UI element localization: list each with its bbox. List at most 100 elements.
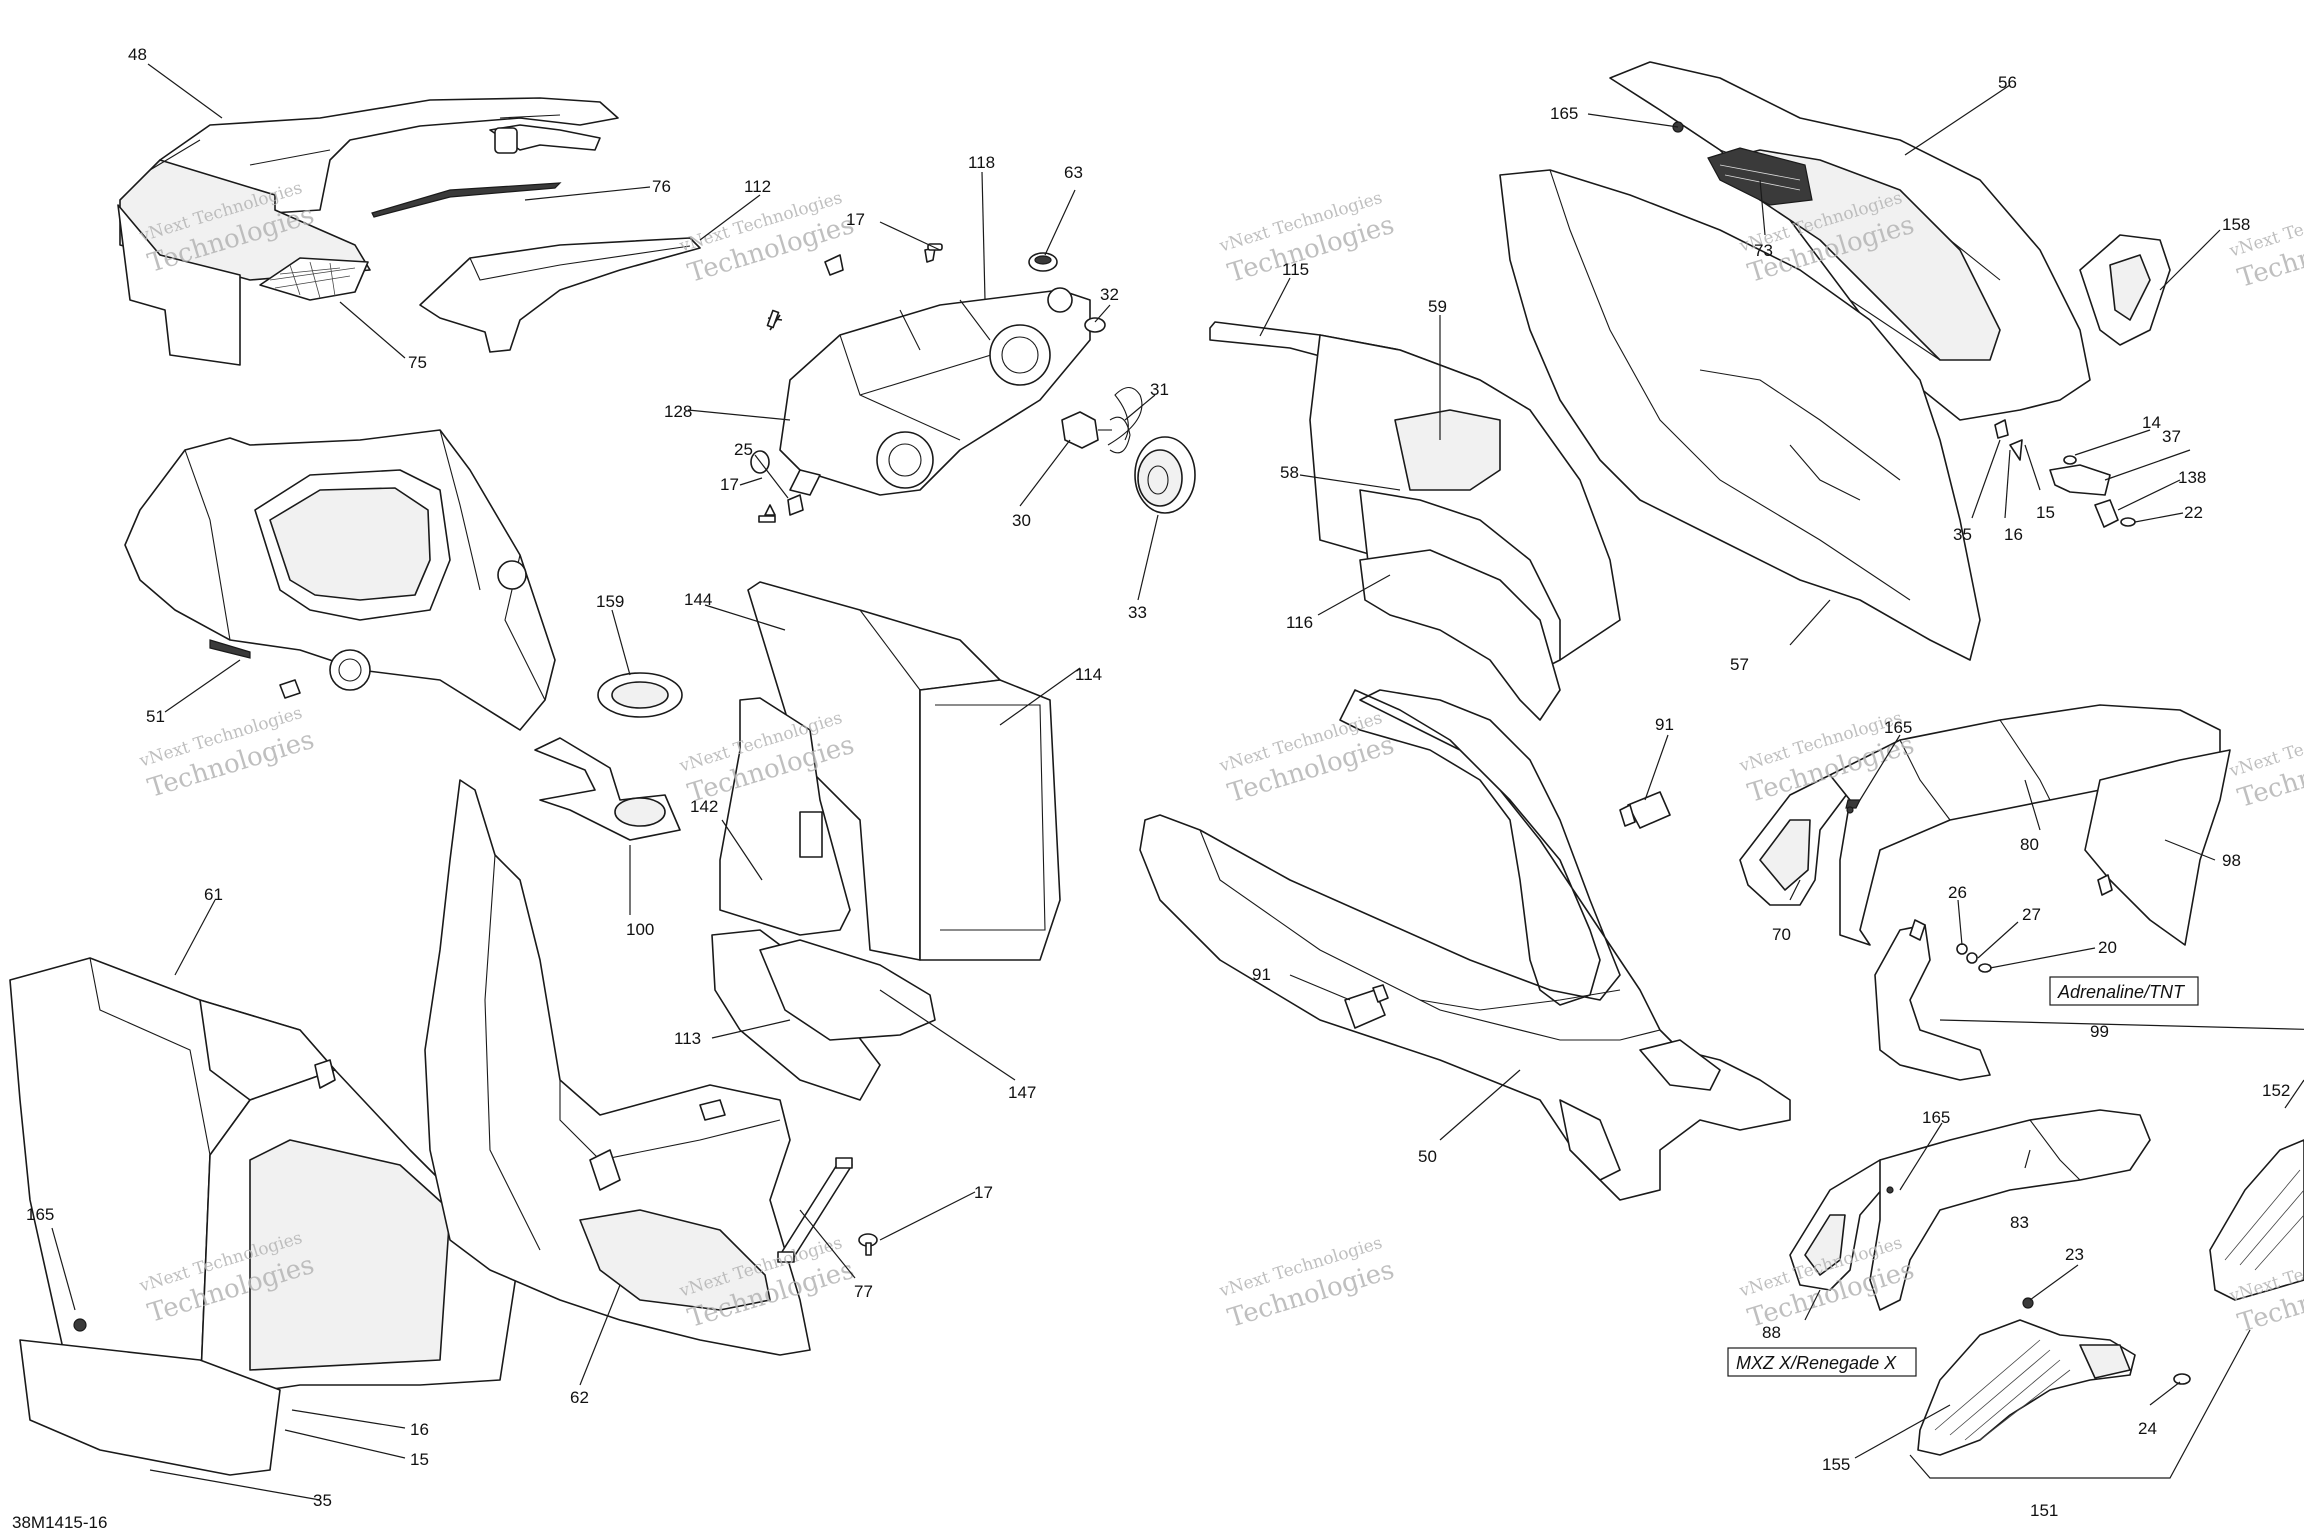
part-75-grille <box>259 257 369 301</box>
callout-165: 165 <box>1884 718 1912 737</box>
callout-24: 24 <box>2138 1419 2157 1438</box>
callout-91: 91 <box>1655 715 1674 734</box>
callout-152: 152 <box>2262 1081 2290 1100</box>
small-hardware-adrenaline <box>1846 806 2113 973</box>
callout-56: 56 <box>1998 73 2017 92</box>
part-98-right-panel <box>2084 749 2231 946</box>
part-59-upper-nose-panel <box>1309 334 1621 661</box>
variant-label-mxz: MXZ X/Renegade X <box>1727 1347 1917 1377</box>
callout-27: 27 <box>2022 905 2041 924</box>
callout-80: 80 <box>2020 835 2039 854</box>
callout-labels: 48 76 75 112 17 118 63 32 31 128 25 17 3… <box>26 45 2290 1520</box>
part-100-cap-bracket <box>534 737 681 841</box>
part-152-mxz-vent-partial <box>2209 1139 2304 1301</box>
callout-147: 147 <box>1008 1083 1036 1102</box>
callout-20: 20 <box>2098 938 2117 957</box>
part-73-vent-grille <box>1707 147 1813 206</box>
callout-22: 22 <box>2184 503 2203 522</box>
part-88-mxz-left-panel <box>1789 1159 1891 1291</box>
part-57-lower-hood-frame <box>1499 169 1981 661</box>
group-bracket-151 <box>1909 1329 2251 1479</box>
variant-label-adrenaline: Adrenaline/TNT <box>2049 976 2199 1006</box>
part-48-upper-console <box>117 97 619 366</box>
part-30-bulb-assembly <box>1061 411 1131 454</box>
part-17-screw-lower <box>858 1233 878 1256</box>
part-80-upper-panel <box>1829 704 2221 946</box>
callout-151: 151 <box>2030 1501 2058 1520</box>
callout-35: 35 <box>313 1491 332 1510</box>
part-83-mxz-upper-panel <box>1869 1109 2151 1311</box>
part-114-side-cover <box>859 609 1061 961</box>
callout-100: 100 <box>626 920 654 939</box>
part-50-belly-pan <box>1139 689 1791 1201</box>
part-91-clip-lower <box>1344 984 1389 1029</box>
callout-155: 155 <box>1822 1455 1850 1474</box>
part-37-bracket <box>2049 464 2111 496</box>
callout-128: 128 <box>664 402 692 421</box>
callout-30: 30 <box>1012 511 1031 530</box>
callout-73: 73 <box>1754 241 1773 260</box>
part-70-left-panel <box>1739 774 1851 906</box>
callout-31: 31 <box>1150 380 1169 399</box>
callout-23: 23 <box>2065 1245 2084 1264</box>
callout-112: 112 <box>744 177 771 196</box>
callout-116: 116 <box>1286 613 1313 632</box>
callout-114: 114 <box>1075 665 1102 684</box>
callout-17: 17 <box>846 210 865 229</box>
document-id: 38M1415-16 <box>12 1513 107 1532</box>
part-155-mxz-vent <box>1917 1319 2136 1456</box>
callout-115: 115 <box>1282 260 1309 279</box>
callout-144: 144 <box>684 590 712 609</box>
part-116-lower-nose-panel <box>1359 549 1561 721</box>
part-158-side-vent <box>2079 234 2171 346</box>
part-159-cap-ring <box>597 672 683 718</box>
callout-113: 113 <box>674 1029 701 1048</box>
part-99-lower-bracket <box>1874 919 1991 1081</box>
callout-77: 77 <box>854 1282 873 1301</box>
callout-88: 88 <box>1762 1323 1781 1342</box>
callout-51: 51 <box>146 707 165 726</box>
callout-70: 70 <box>1772 925 1791 944</box>
callout-14: 14 <box>2142 413 2161 432</box>
callout-159: 159 <box>596 592 624 611</box>
callout-15: 15 <box>2036 503 2055 522</box>
part-142-inner-panel <box>719 697 851 936</box>
callout-50: 50 <box>1418 1147 1437 1166</box>
part-33-socket-cover <box>1134 436 1196 514</box>
callout-37: 37 <box>2162 427 2181 446</box>
callout-32: 32 <box>1100 285 1119 304</box>
callout-165: 165 <box>26 1205 54 1224</box>
callout-35: 35 <box>1953 525 1972 544</box>
callout-98: 98 <box>2222 851 2241 870</box>
callout-83: 83 <box>2010 1213 2029 1232</box>
callout-118: 118 <box>968 153 995 172</box>
part-76-trim-strip <box>371 182 562 218</box>
callout-62: 62 <box>570 1388 589 1407</box>
part-147-lower-panel <box>759 939 936 1041</box>
callout-25: 25 <box>734 440 753 459</box>
part-31-retaining-clip <box>1107 386 1143 446</box>
part-118-headlight-housing <box>779 287 1091 496</box>
callout-26: 26 <box>1948 883 1967 902</box>
callout-58: 58 <box>1280 463 1299 482</box>
callout-91: 91 <box>1252 965 1271 984</box>
callout-142: 142 <box>690 797 718 816</box>
callout-63: 63 <box>1064 163 1083 182</box>
small-hardware-mxz <box>1886 1186 2191 1385</box>
part-62-front-lower-panel <box>424 779 811 1356</box>
callout-17: 17 <box>974 1183 993 1202</box>
part-51-dash-bezel <box>124 429 556 731</box>
svg-text:Adrenaline/TNT: Adrenaline/TNT <box>2057 982 2186 1002</box>
part-91-clip-upper <box>1619 791 1671 829</box>
callout-165: 165 <box>1922 1108 1950 1127</box>
svg-text:MXZ X/Renegade X: MXZ X/Renegade X <box>1736 1353 1897 1373</box>
callout-16: 16 <box>410 1420 429 1439</box>
callout-165: 165 <box>1550 104 1578 123</box>
part-61-left-side-panel <box>9 957 521 1476</box>
callout-15: 15 <box>410 1450 429 1469</box>
callout-99: 99 <box>2090 1022 2109 1041</box>
callout-16: 16 <box>2004 525 2023 544</box>
callout-138: 138 <box>2178 468 2206 487</box>
callout-75: 75 <box>408 353 427 372</box>
small-hardware-right <box>1672 121 2136 527</box>
